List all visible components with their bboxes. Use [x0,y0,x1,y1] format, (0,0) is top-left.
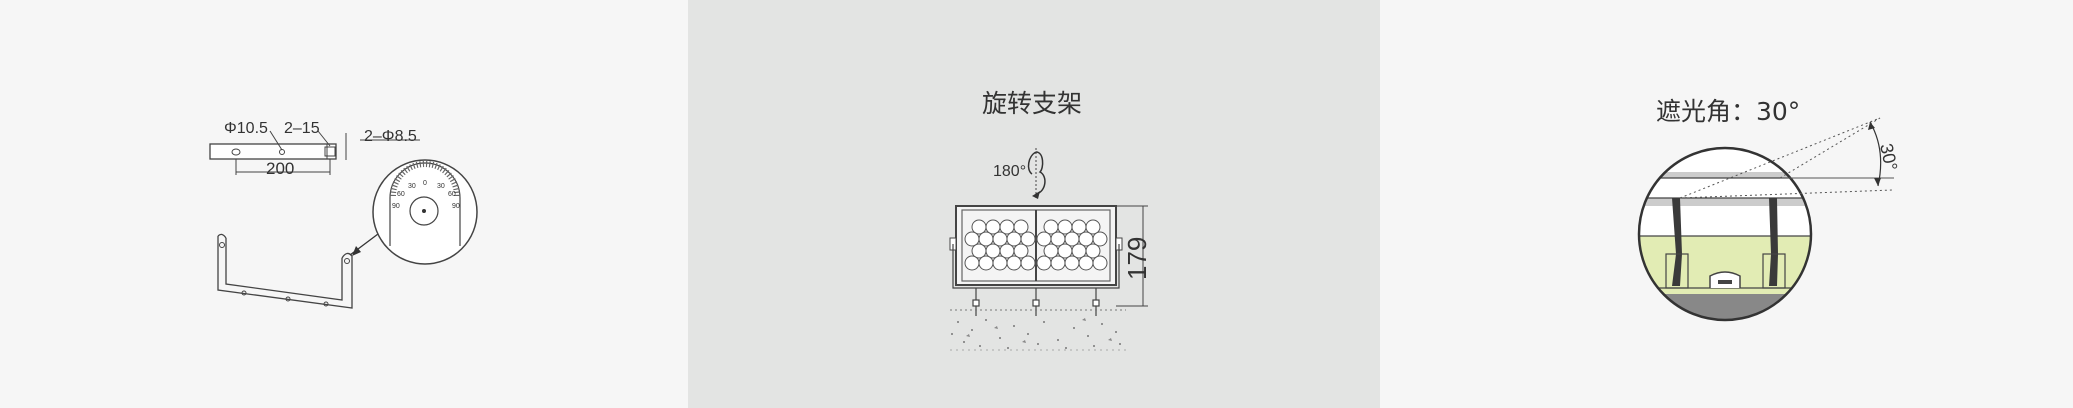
rotation-angle-label: 180° [993,163,1026,180]
svg-text:0: 0 [423,180,427,187]
bracket-drawing-panel: Φ10.5 2–15 2–Φ8.5 200 90 60 [0,0,688,408]
svg-text:90: 90 [392,203,400,210]
bracket-drawing: Φ10.5 2–15 2–Φ8.5 200 90 60 [209,120,478,309]
hole-dia-label: Φ10.5 [224,120,268,137]
led-array-right [1036,219,1108,271]
svg-text:30: 30 [437,183,445,190]
led-array-left [964,219,1036,271]
rotation-title: 旋转支架 [982,89,1083,118]
concrete-base [951,318,1121,349]
length-label: 200 [266,159,294,178]
shading-angle-title: 遮光角：30° [1656,97,1801,126]
angle-dial: 90 60 30 0 30 60 90 [390,161,460,210]
shading-angle-label: 30° [1876,142,1901,173]
shading-angle-drawing: 30° [1637,117,1901,322]
floodlight-drawing: 180° [949,148,1152,351]
shading-angle-panel: 遮光角：30° [1380,0,2073,408]
slot-count-label: 2–15 [284,120,320,137]
svg-text:60: 60 [397,191,405,198]
svg-text:30: 30 [408,183,416,190]
rotation-panel: 旋转支架 180° [688,0,1380,408]
svg-text:90: 90 [452,203,460,210]
mount-holes-label: 2–Φ8.5 [364,128,417,145]
height-dimension-label: 179 [1122,237,1152,280]
svg-text:60: 60 [448,191,456,198]
